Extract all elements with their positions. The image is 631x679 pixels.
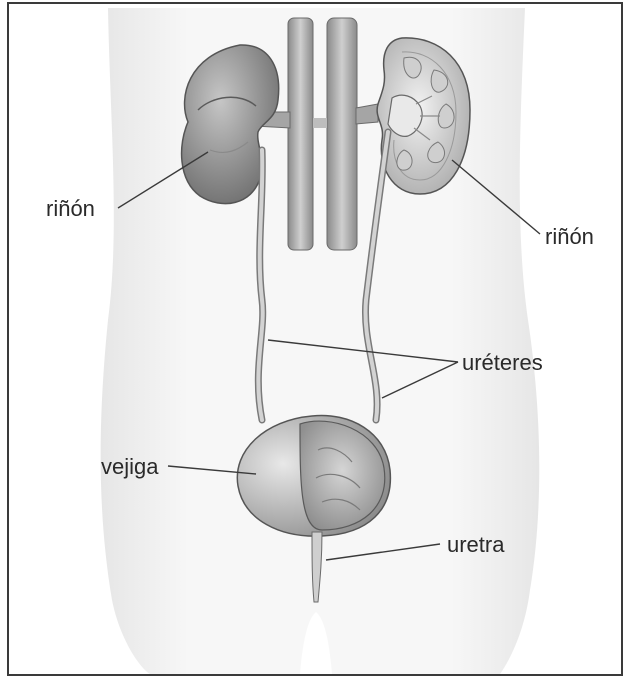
label-bladder: vejiga [101,456,158,478]
label-kidney-left: riñón [46,198,95,220]
label-ureters: uréteres [462,352,543,374]
label-urethra: uretra [447,534,504,556]
kidney-right [377,38,470,194]
label-kidney-right: riñón [545,226,594,248]
